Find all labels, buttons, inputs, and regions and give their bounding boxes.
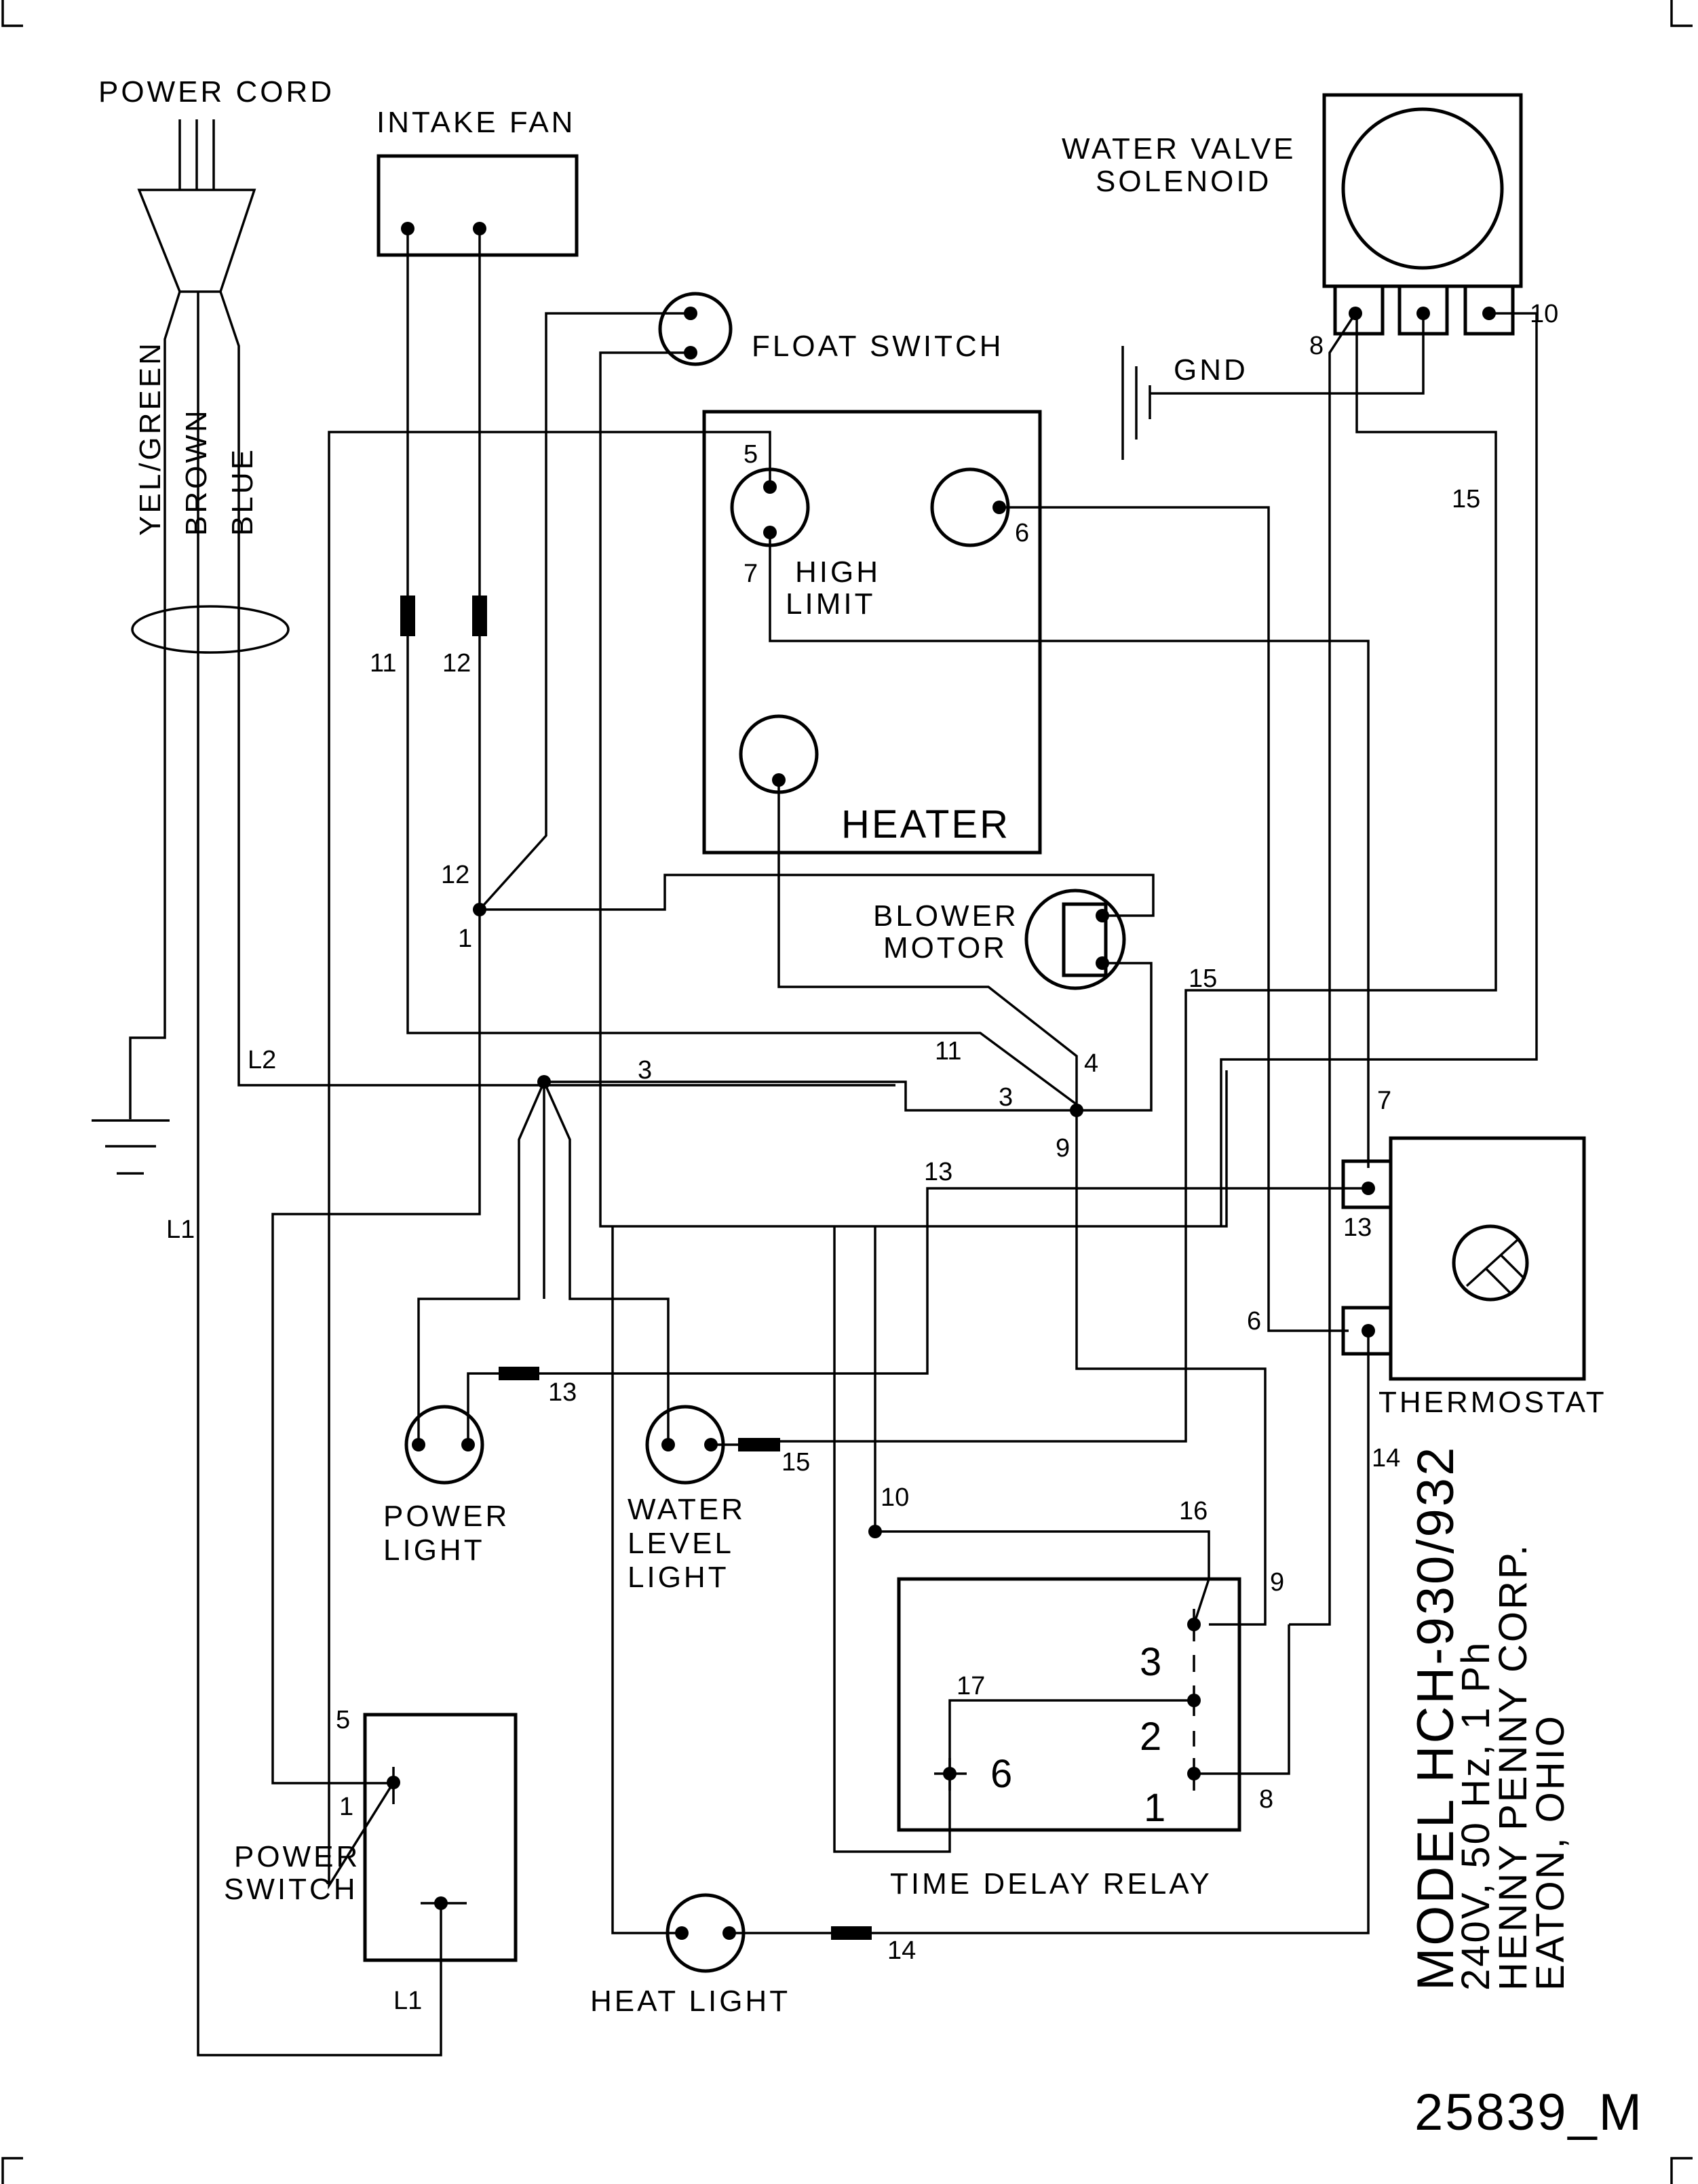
l1-switch-label: L1 — [393, 1987, 422, 2015]
wire-15-top-label: 15 — [1189, 964, 1217, 993]
wire-14-hl-label: 14 — [887, 1936, 916, 1965]
power-switch-label-1: POWER — [234, 1840, 360, 1873]
power-light — [404, 1367, 539, 1485]
ground-symbol-left — [92, 1119, 170, 1175]
wire-15-right-label: 15 — [1452, 485, 1480, 513]
power-switch-label-2: SWITCH — [224, 1873, 358, 1906]
wire-8-relay-label: 8 — [1259, 1785, 1273, 1814]
wire-16-label: 16 — [1179, 1497, 1208, 1525]
wire-4-label: 4 — [1084, 1049, 1098, 1078]
power-light-label-2: LIGHT — [383, 1534, 485, 1567]
intake-fan-label: INTAKE FAN — [377, 106, 575, 139]
float-switch-label: FLOAT SWITCH — [752, 330, 1004, 363]
blower-motor — [1024, 889, 1153, 1112]
relay-terminal-1: 1 — [1144, 1786, 1168, 1830]
wire-5-ps-label: 5 — [336, 1706, 350, 1734]
thermostat-label: THERMOSTAT — [1378, 1386, 1607, 1419]
heater-assembly — [702, 410, 1042, 855]
wire-13-mid-label: 13 — [924, 1158, 952, 1186]
heat-light — [611, 1226, 872, 1973]
blower-label-1: BLOWER — [873, 899, 1019, 933]
thermostat — [1341, 1136, 1586, 1381]
relay-terminal-2: 2 — [1140, 1715, 1163, 1759]
blue-label: BLUE — [226, 447, 259, 536]
wire-9-relay-label: 9 — [1270, 1568, 1284, 1597]
wire-7-hl-label: 7 — [744, 560, 758, 588]
wire-14-th-label: 14 — [1372, 1444, 1400, 1473]
water-valve-label-2: SOLENOID — [1096, 165, 1271, 198]
water-valve-solenoid — [1322, 93, 1523, 336]
water-valve-label-1: WATER VALVE — [1062, 132, 1296, 165]
wire-17-label: 17 — [957, 1672, 985, 1700]
power-cord — [129, 119, 895, 2056]
time-delay-relay — [833, 1226, 1290, 1853]
wire-10-relay-label: 10 — [881, 1483, 909, 1512]
heat-light-label: HEAT LIGHT — [590, 1985, 790, 2018]
intake-fan — [271, 154, 1081, 1785]
relay-terminal-6: 6 — [990, 1752, 1014, 1796]
float-switch — [478, 292, 1228, 1228]
high-limit-label-2: LIMIT — [786, 587, 875, 621]
gnd-label: GND — [1174, 353, 1248, 387]
wire-15-wl-label: 15 — [782, 1448, 810, 1477]
wire-1-node-label: 1 — [458, 924, 472, 953]
l2-label: L2 — [248, 1046, 276, 1074]
drawing-number: 25839_M — [1414, 2084, 1644, 2141]
yel-green-label: YEL/GREEN — [134, 340, 167, 536]
model-line-4: EATON, OHIO — [1528, 1714, 1572, 1991]
wire-1-ps-label: 1 — [339, 1793, 353, 1821]
heater-label: HEATER — [841, 802, 1010, 846]
power-switch — [363, 1713, 518, 1962]
wire-13-th-label: 13 — [1343, 1213, 1372, 1242]
power-cord-label: POWER CORD — [98, 75, 334, 109]
wire-13-pl-label: 13 — [548, 1378, 577, 1407]
water-level-label-3: LIGHT — [628, 1561, 729, 1594]
ground-symbol-valve — [1121, 313, 1425, 460]
wire-12-label: 12 — [442, 649, 471, 678]
wire-3-upper-label: 3 — [638, 1056, 652, 1085]
water-level-label-2: LEVEL — [628, 1527, 734, 1560]
blower-label-2: MOTOR — [883, 931, 1007, 964]
power-light-label-1: POWER — [383, 1500, 509, 1533]
wire-11-node-label: 11 — [935, 1037, 961, 1066]
wire-7-th-label: 7 — [1377, 1087, 1391, 1115]
model-line-2: 240V, 50 Hz, 1 Ph — [1454, 1641, 1498, 1991]
wire-9-node-label: 9 — [1056, 1134, 1070, 1163]
wire-6-hl-label: 6 — [1015, 519, 1029, 547]
water-level-label-1: WATER — [628, 1493, 746, 1526]
wire-6-th-label: 6 — [1247, 1307, 1261, 1335]
water-level-light — [645, 1405, 780, 1485]
brown-label: BROWN — [180, 408, 213, 536]
wire-5-hl-label: 5 — [744, 440, 758, 469]
wire-11-label: 11 — [370, 649, 396, 678]
wire-12-node-label: 12 — [441, 861, 469, 889]
l1-label: L1 — [166, 1215, 195, 1244]
wire-8-wv-label: 8 — [1309, 332, 1324, 360]
model-line-3: HENNY PENNY CORP. — [1491, 1543, 1535, 1991]
high-limit-label-1: HIGH — [795, 555, 881, 589]
wire-3-lower-label: 3 — [999, 1083, 1013, 1112]
model-line-1: MODEL HCH-930/932 — [1407, 1445, 1465, 1991]
time-delay-relay-label: TIME DELAY RELAY — [890, 1867, 1212, 1900]
relay-terminal-3: 3 — [1140, 1640, 1163, 1684]
